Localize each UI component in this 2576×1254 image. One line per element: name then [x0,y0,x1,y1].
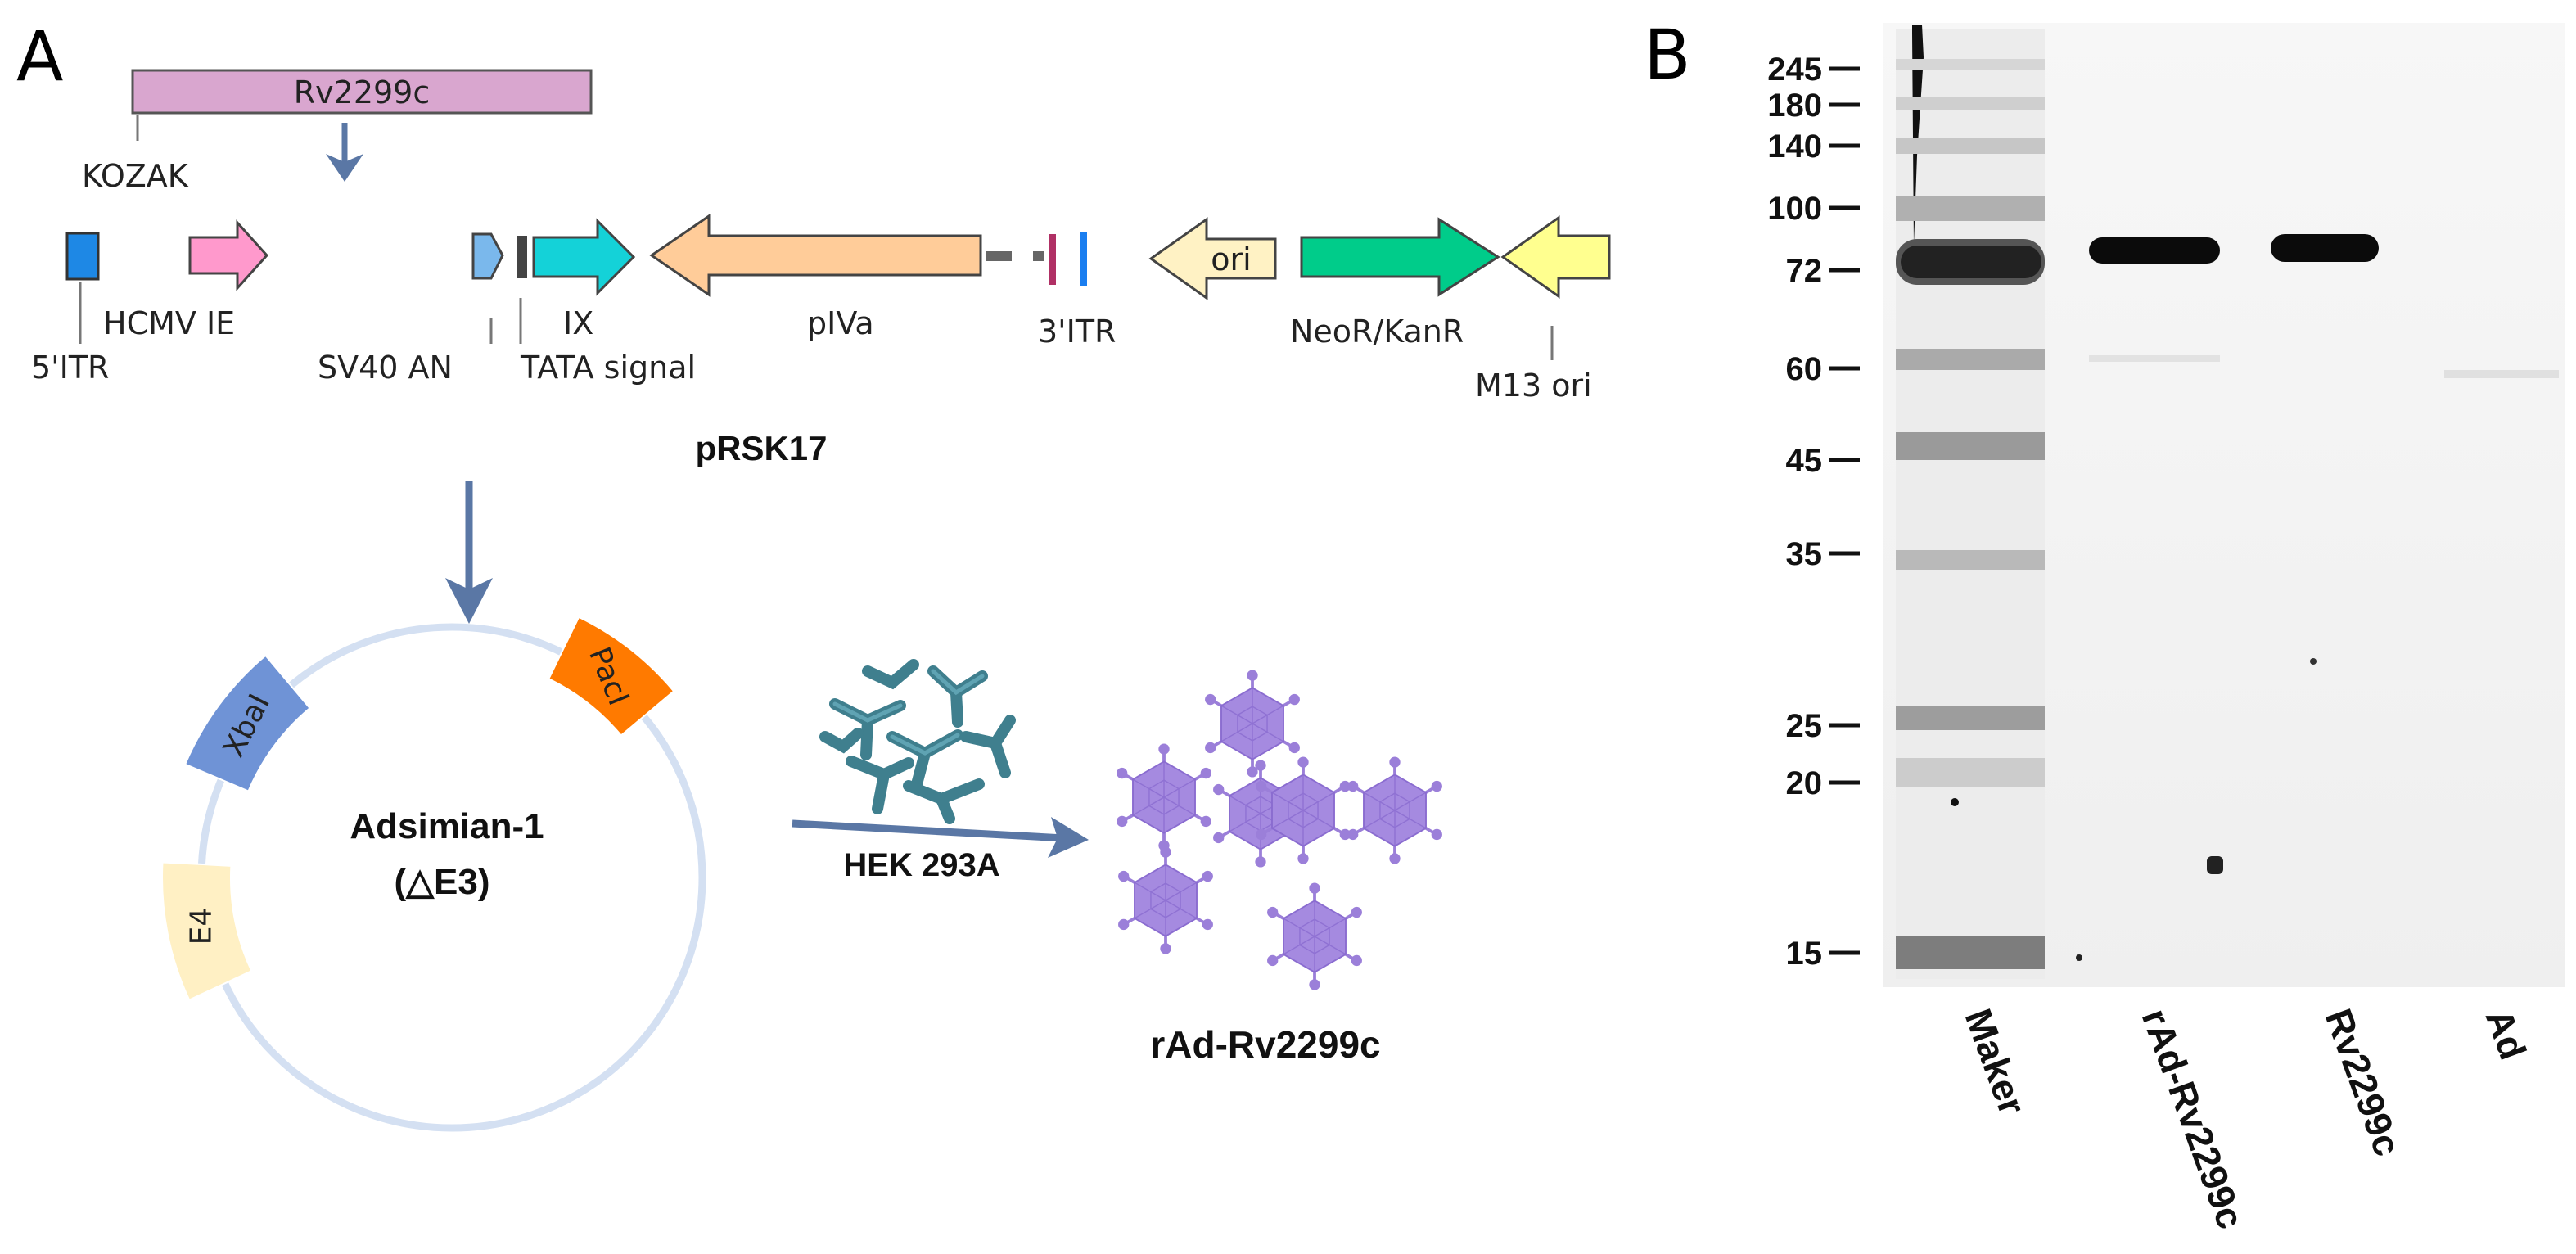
blot-speck [2207,856,2223,874]
itr5-label: 5'ITR [31,350,109,386]
itr3-label: 3'ITR [1038,314,1116,350]
product-label: rAd-Rv2299c [1150,1023,1380,1066]
spacer-dash-1 [986,251,1012,261]
itr3-bar-blue [1080,232,1087,286]
transfection-arrow-head [1048,817,1089,858]
marker-label: 45 [1786,443,1823,479]
piva-gene-arrow [649,214,982,297]
virus-particle [1117,845,1215,956]
marker-label: 72 [1786,253,1823,289]
itr3-bar-red [1049,234,1056,285]
lane-label-maker: Maker [1957,1004,2034,1121]
tata-label: TATA signal [520,350,696,386]
lane-label-rad-rv2299c: rAd-Rv2299c [2134,1004,2253,1234]
faint-band-rad [2089,355,2220,362]
virus-particle [1346,755,1444,866]
hcmv-promoter-arrow [188,219,269,291]
marker-label: 140 [1767,129,1822,165]
transfection-arrow-shaft [792,819,1065,842]
marker-label: 180 [1767,88,1822,124]
marker-label: 15 [1786,936,1823,972]
cell-line-label: HEK 293A [843,847,999,883]
tata-bar [517,236,527,278]
blot-dot [1951,798,1959,806]
adenovirus-particles [1115,668,1444,992]
lane-label-ad: Ad [2478,1004,2535,1065]
band-rad-rv2299c [2089,237,2220,264]
lane-label-rv2299c: Rv2299c [2317,1004,2410,1162]
spacer-dash-2 [1033,251,1044,261]
plasmid-name: pRSK17 [695,429,827,467]
insert-label: Rv2299c [294,74,431,111]
virus-particle [1265,881,1364,992]
xbai-segment [183,654,311,792]
hek293a-cells-icon [819,659,1016,824]
marker-label: 25 [1786,708,1823,744]
marker-label: 245 [1767,52,1822,88]
ix-label: IX [563,305,593,341]
blot-dot [2076,954,2082,961]
recombination-arrow-head [445,578,493,624]
kozak-label: KOZAK [82,158,189,194]
marker-ladder-lane [1896,25,2045,979]
m13-label: M13 ori [1475,368,1592,404]
e4-segment [161,861,253,1001]
backbone-deletion: (△E3) [395,862,490,902]
band-rv2299c [2271,234,2379,262]
neor-kanr-arrow [1300,217,1500,297]
ix-gene-arrow [532,218,636,296]
panel-a-letter: A [16,16,63,97]
ori-arrow [1148,217,1277,300]
piva-label: pIVa [807,305,874,341]
sv40-label: SV40 AN [318,350,453,386]
ori-label: ori [1211,241,1251,277]
neor-label: NeoR/KanR [1290,314,1464,350]
virus-particle [1115,742,1213,853]
insert-arrow-head [326,154,363,182]
paci-segment [548,616,675,737]
e4-label: E4 [185,908,219,945]
sv40-polya-arrow [471,232,504,280]
backbone-name: Adsimian-1 [350,806,544,846]
faint-band-ad [2444,370,2559,378]
marker-label: 60 [1786,351,1823,387]
marker-label: 35 [1786,536,1823,572]
blot-dot [2310,658,2317,665]
marker-label: 20 [1786,765,1823,801]
virus-particle [1203,668,1302,779]
m13-ori-arrow [1500,215,1611,299]
itr5-block [65,232,100,281]
panel-b-letter: B [1644,15,1691,95]
marker-label: 100 [1767,191,1822,227]
insert-rv2299c-box [131,69,593,115]
hcmv-label: HCMV IE [103,305,235,341]
